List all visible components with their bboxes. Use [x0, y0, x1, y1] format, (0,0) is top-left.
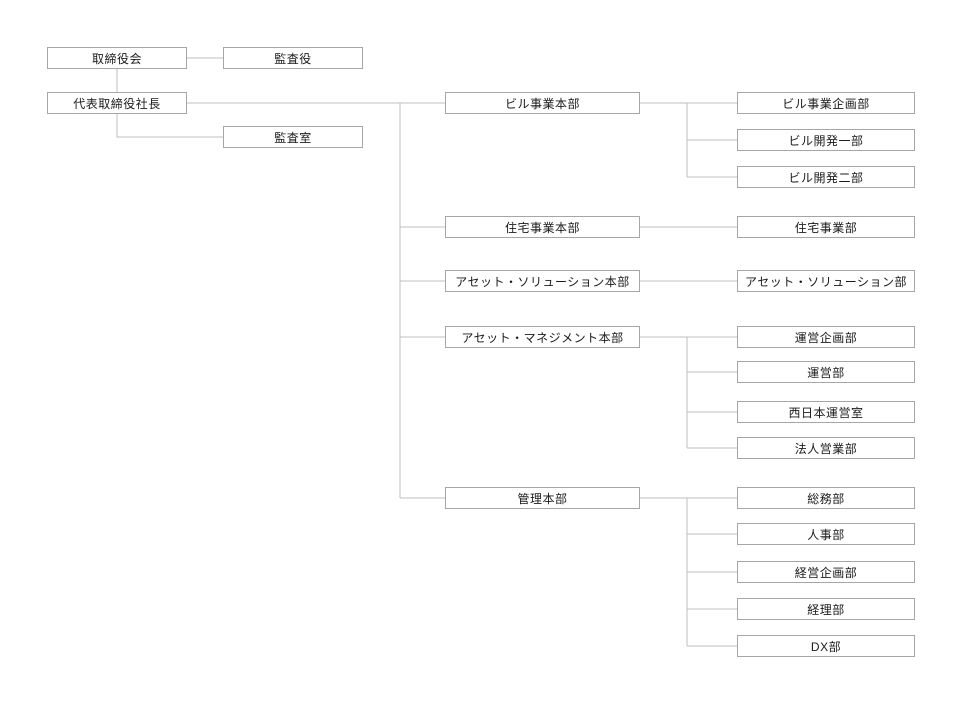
governance-connectors [116, 57, 223, 138]
trunk-connectors [187, 102, 445, 499]
node-building-business-planning-dept: ビル事業企画部 [737, 92, 915, 114]
administration-division-connectors [640, 497, 737, 647]
node-corporate-planning-dept: 経営企画部 [737, 561, 915, 583]
node-building-development-dept-2: ビル開発二部 [737, 166, 915, 188]
node-operations-planning-dept: 運営企画部 [737, 326, 915, 348]
node-auditor: 監査役 [223, 47, 363, 69]
node-asset-solution-dept: アセット・ソリューション部 [737, 270, 915, 292]
node-corporate-sales-dept: 法人営業部 [737, 437, 915, 459]
node-asset-management-division: アセット・マネジメント本部 [445, 326, 640, 348]
asset-management-division-connectors [640, 336, 737, 449]
node-asset-solution-division: アセット・ソリューション本部 [445, 270, 640, 292]
node-audit-office: 監査室 [223, 126, 363, 148]
building-division-connectors [640, 102, 737, 178]
node-operations-dept: 運営部 [737, 361, 915, 383]
node-housing-business-dept: 住宅事業部 [737, 216, 915, 238]
node-board-of-directors: 取締役会 [47, 47, 187, 69]
node-west-japan-operations-office: 西日本運営室 [737, 401, 915, 423]
node-president: 代表取締役社長 [47, 92, 187, 114]
node-general-affairs-dept: 総務部 [737, 487, 915, 509]
node-building-development-dept-1: ビル開発一部 [737, 129, 915, 151]
node-administration-division: 管理本部 [445, 487, 640, 509]
node-human-resources-dept: 人事部 [737, 523, 915, 545]
node-housing-business-division: 住宅事業本部 [445, 216, 640, 238]
node-building-business-division: ビル事業本部 [445, 92, 640, 114]
node-accounting-dept: 経理部 [737, 598, 915, 620]
node-dx-dept: DX部 [737, 635, 915, 657]
